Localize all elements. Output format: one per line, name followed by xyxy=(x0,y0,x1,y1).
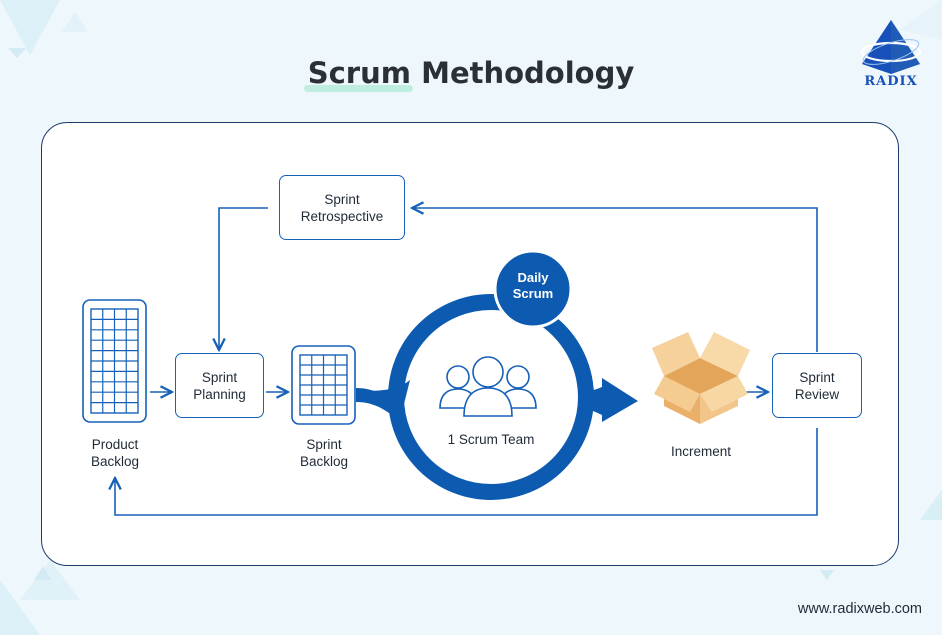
daily-scrum-badge xyxy=(493,249,573,329)
footer-url: www.radixweb.com xyxy=(797,601,922,617)
scrum-team-label: 1 Scrum Team xyxy=(447,432,535,447)
pyramid-logo-icon xyxy=(860,20,922,74)
sprint-cycle-ring xyxy=(356,294,638,500)
sprint-retrospective-box: Sprint Retrospective xyxy=(279,175,405,240)
increment-label: Increment xyxy=(670,444,732,459)
sprint-review-box: Sprint Review xyxy=(772,353,862,418)
sprint-backlog-label: Sprint Backlog xyxy=(299,437,349,469)
backlog-grid-icon xyxy=(82,299,147,423)
connector-review-to-retrospective xyxy=(412,208,818,352)
connector-retrospective-to-planning xyxy=(219,207,268,350)
sprint-planning-box: Sprint Planning xyxy=(175,353,264,418)
title-highlight: Scrum xyxy=(303,56,414,92)
product-backlog-label: Product Backlog xyxy=(90,437,140,469)
daily-scrum-label: Daily Scrum xyxy=(512,270,554,301)
page-title: Scrum Methodology xyxy=(0,56,942,92)
team-icon xyxy=(439,356,537,417)
connector-review-to-product-backlog xyxy=(115,428,818,516)
box-icon xyxy=(652,332,750,424)
sprint-backlog-grid-icon xyxy=(291,345,356,425)
logo-text: RADIX xyxy=(864,74,918,89)
title-rest: Methodology xyxy=(410,56,635,90)
